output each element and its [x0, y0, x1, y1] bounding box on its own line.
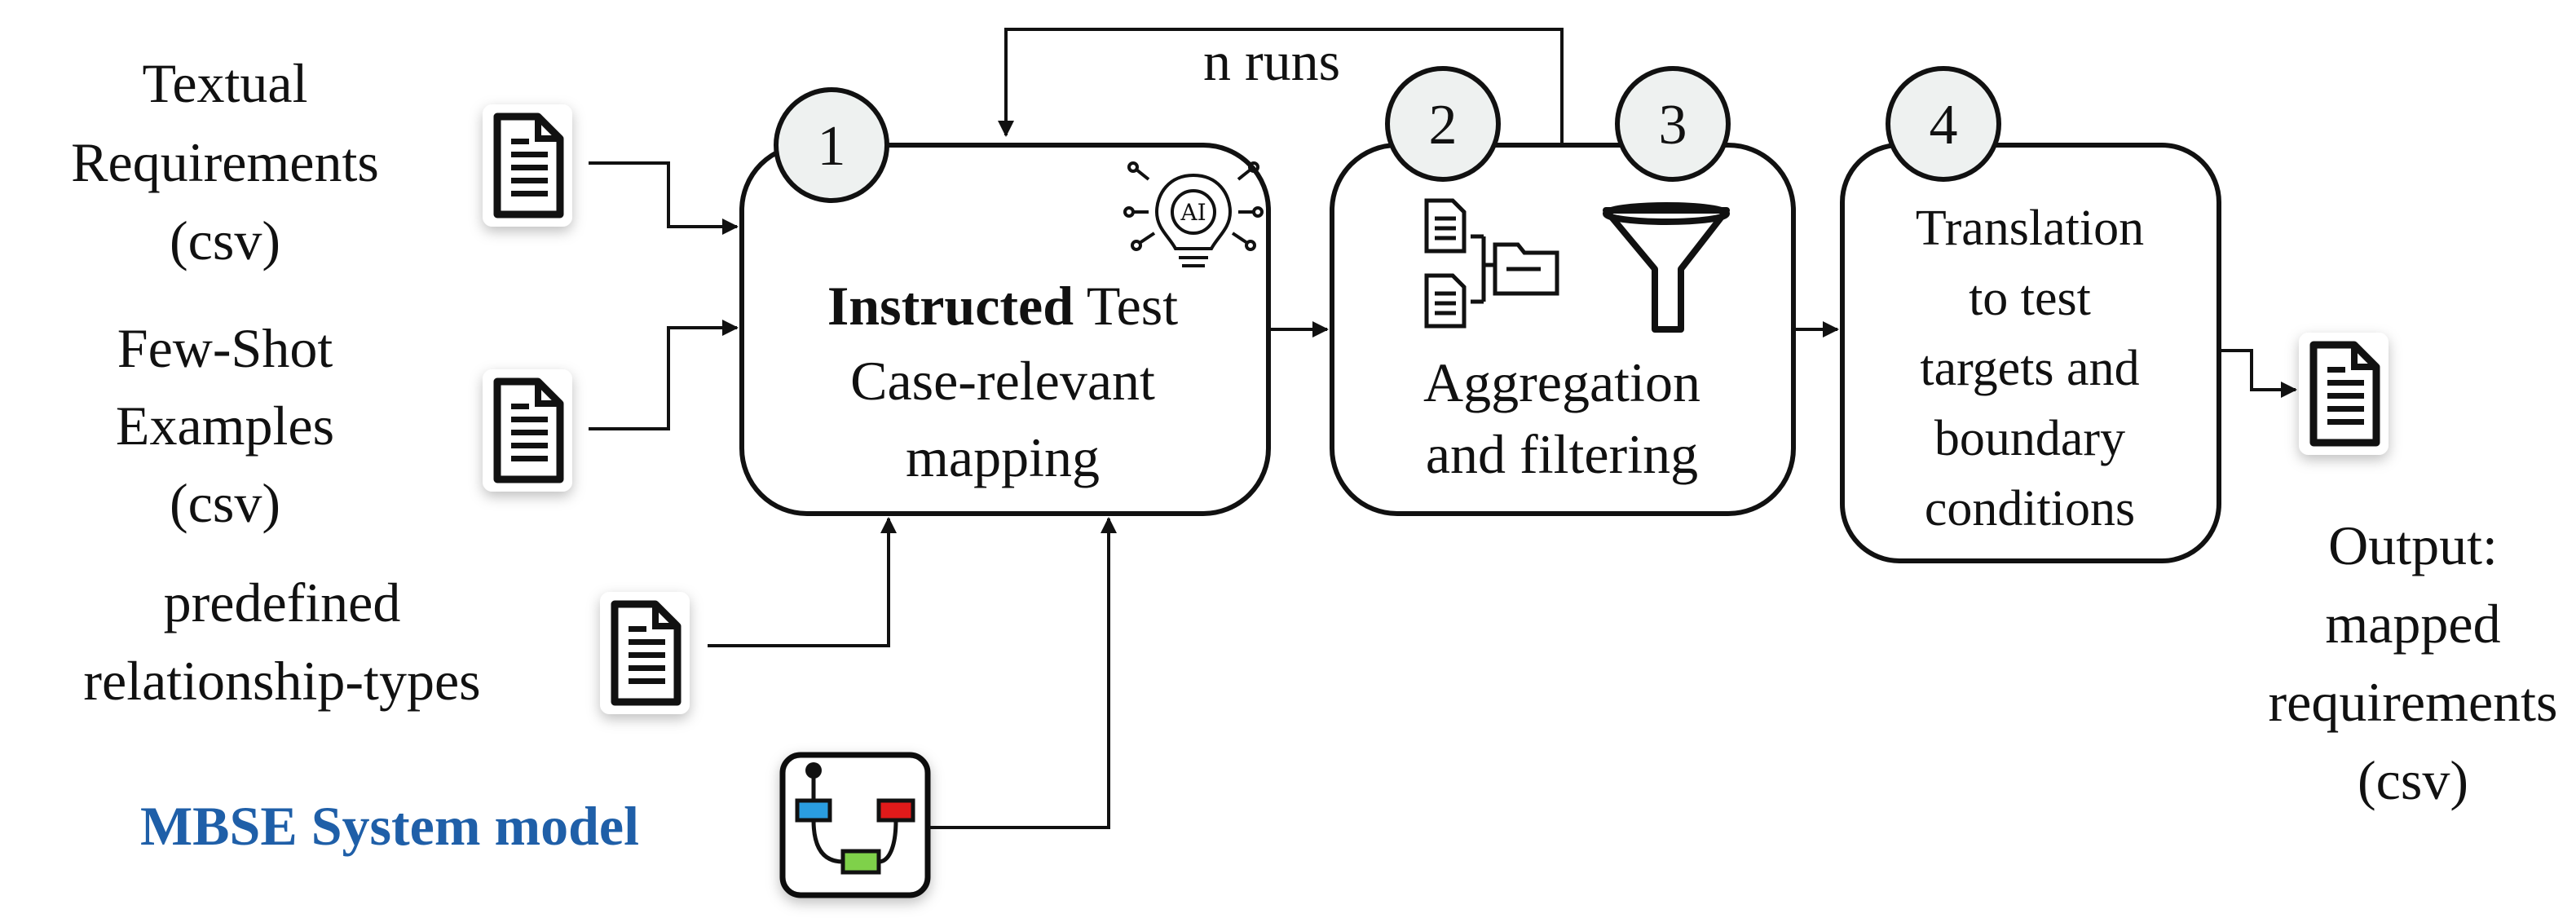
step-badge-2: 2 — [1385, 66, 1501, 182]
output-line-2: mapped — [2325, 593, 2500, 655]
document-icon — [600, 592, 690, 714]
step-4-line-4: boundary — [1934, 411, 2125, 466]
textual-req-line-1: Textual — [143, 52, 308, 114]
step-3-number: 3 — [1659, 94, 1687, 157]
input-mbse-model: MBSE System model — [140, 752, 931, 898]
step-2-3: Aggregation and filtering — [1330, 143, 1796, 516]
step-1-bold: Instructed — [827, 275, 1074, 337]
few-shot-line-3: (csv) — [170, 472, 280, 534]
step-1-line-1: Instructed Test — [827, 275, 1178, 337]
step-1-number: 1 — [818, 115, 846, 178]
svg-text:AI: AI — [1180, 199, 1206, 226]
document-icon — [2299, 333, 2389, 455]
output-line-3: requirements — [2269, 671, 2558, 733]
step-4-line-2: to test — [1969, 271, 2091, 326]
ai-lightbulb-icon: AI — [1123, 161, 1264, 267]
step-4-line-1: Translation — [1916, 201, 2144, 256]
step-2-number: 2 — [1429, 94, 1458, 157]
step-3-line-1: Aggregation — [1423, 351, 1700, 413]
textual-req-line-3: (csv) — [170, 210, 280, 271]
step-badge-4: 4 — [1886, 66, 2001, 182]
output-line-1: Output: — [2328, 514, 2498, 576]
step-4-box — [1840, 143, 2221, 563]
few-shot-line-1: Few-Shot — [117, 317, 333, 379]
step-1-line-1-rest: Test — [1087, 275, 1178, 337]
step-badge-3: 3 — [1615, 66, 1731, 182]
input-few-shot: Few-Shot Examples (csv) — [116, 317, 572, 534]
document-icon — [483, 104, 572, 227]
step-4-number: 4 — [1930, 94, 1958, 157]
loop-n-runs: n runs — [998, 28, 1564, 145]
step-3-line-2: and filtering — [1426, 423, 1698, 485]
funnel-icon — [1603, 202, 1730, 333]
step-1-line-2: Case-relevant — [850, 350, 1155, 412]
document-aggregation-icon — [1424, 198, 1559, 329]
few-shot-line-2: Examples — [116, 395, 334, 457]
relationship-line-2: relationship-types — [83, 650, 480, 712]
loop-label: n runs — [1203, 30, 1340, 92]
output-line-4: (csv) — [2358, 749, 2468, 811]
model-diagram-icon — [779, 752, 931, 898]
input-connectors — [589, 161, 1117, 829]
step-1: Instructed Test Case-relevant mapping AI — [739, 143, 1271, 516]
step-4-line-5: conditions — [1925, 481, 2135, 536]
step-1-line-3: mapping — [906, 426, 1100, 488]
output: Output: mapped requirements (csv) — [2219, 333, 2557, 811]
input-textual-requirements: Textual Requirements (csv) — [71, 52, 572, 271]
document-icon — [483, 369, 572, 492]
step-badge-1: 1 — [774, 87, 889, 203]
mbse-label: MBSE System model — [140, 795, 639, 857]
relationship-line-1: predefined — [164, 572, 401, 633]
input-relationship-types: predefined relationship-types — [83, 572, 690, 714]
step-4-line-3: targets and — [1920, 341, 2139, 396]
textual-req-line-2: Requirements — [71, 131, 379, 193]
step-4: Translation to test targets and boundary… — [1840, 143, 2221, 563]
